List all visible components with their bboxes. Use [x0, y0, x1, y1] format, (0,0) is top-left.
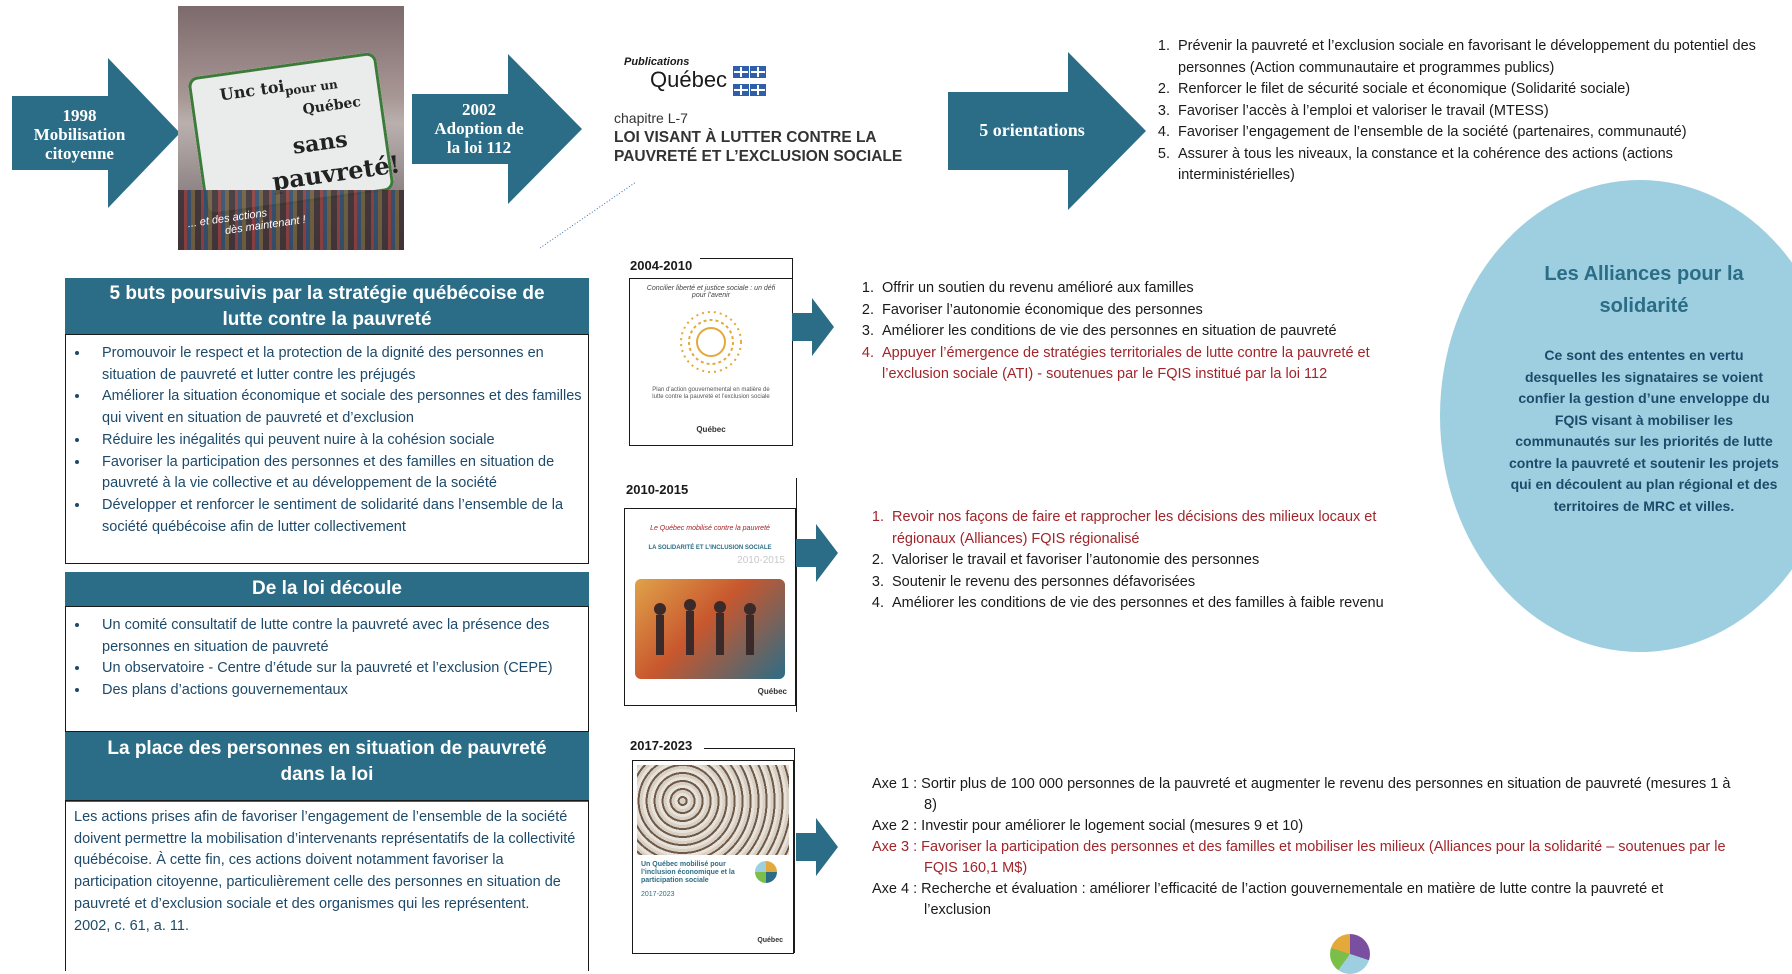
- list-item: Un observatoire - Centre d’étude sur la …: [90, 658, 588, 680]
- arrow-plan-2017: [796, 818, 840, 876]
- axe-item: Axe 3 : Favoriser la participation des p…: [872, 839, 1726, 876]
- cover-frame-side: [796, 478, 797, 712]
- partner-logo-icon: [1330, 934, 1370, 974]
- list-item: Revoir nos façons de faire et rapprocher…: [888, 507, 1442, 550]
- list-item: Offrir un soutien du revenu amélioré aux…: [878, 278, 1432, 300]
- orientations-label: 5 orientations: [979, 120, 1085, 140]
- buts-box: Promouvoir le respect et la protection d…: [65, 334, 589, 564]
- list-item: Améliorer les conditions de vie des pers…: [888, 593, 1442, 615]
- sun-logo-icon: [680, 311, 742, 373]
- cover-frame-line: [704, 748, 794, 749]
- list-item: Soutenir le revenu des personnes défavor…: [888, 572, 1442, 594]
- quebec-flag-icon: [732, 65, 766, 101]
- arrow-plan-2004: [792, 298, 836, 356]
- decoule-box: Un comité consultatif de lutte contre la…: [65, 606, 589, 732]
- arrow-orientations: [948, 52, 1148, 210]
- axe-item: Axe 4 : Recherche et évaluation : amélio…: [872, 881, 1664, 918]
- place-header: La place des personnes en situation de p…: [65, 732, 589, 802]
- alliances-title: Les Alliances pour la solidarité: [1544, 263, 1744, 317]
- list-item: Des plans d’actions gouvernementaux: [90, 680, 588, 702]
- plan-2010-list: Revoir nos façons de faire et rapprocher…: [862, 507, 1442, 615]
- plan-2017-axes: Axe 1 : Sortir plus de 100 000 personnes…: [872, 774, 1732, 921]
- law-title: LOI VISANT À LUTTER CONTRE LA PAUVRETÉ E…: [614, 129, 903, 165]
- plan-2017-cover: Un Québec mobilisé pour l’inclusion écon…: [632, 760, 794, 954]
- axe-item: Axe 1 : Sortir plus de 100 000 personnes…: [872, 776, 1731, 813]
- period-2010-2015: 2010-2015: [626, 482, 689, 497]
- arrow-2002-label: 2002 Adoption de la loi 112: [434, 100, 524, 157]
- list-item: Favoriser l’autonomie économique des per…: [878, 300, 1432, 322]
- arrow-plan-2010: [796, 524, 840, 582]
- list-item: Prévenir la pauvreté et l’exclusion soci…: [1174, 36, 1760, 79]
- list-item: Améliorer la situation économique et soc…: [90, 386, 588, 429]
- law-chapter: chapitre L-7: [614, 110, 688, 126]
- period-2004-2010: 2004-2010: [630, 258, 693, 273]
- arrow-1998-label: 1998 Mobilisation citoyenne: [33, 106, 126, 163]
- place-reference: 2002, c. 61, a. 11.: [74, 917, 190, 934]
- list-item: Favoriser la participation des personnes…: [90, 452, 588, 495]
- axe-item: Axe 2 : Investir pour améliorer le logem…: [872, 818, 1304, 834]
- place-box: Les actions prises afin de favoriser l’e…: [65, 800, 589, 971]
- list-item: Un comité consultatif de lutte contre la…: [90, 615, 588, 658]
- list-item: Développer et renforcer le sentiment de …: [90, 495, 588, 538]
- arrow-2002: [412, 54, 584, 204]
- alliances-text: Ce sont des ententes en vertu desquelles…: [1509, 347, 1779, 514]
- place-text: Les actions prises afin de favoriser l’e…: [74, 809, 576, 912]
- people-icon: [654, 599, 756, 655]
- plan-2010-cover: Le Québec mobilisé contre la pauvreté LA…: [624, 508, 796, 706]
- list-item: Valoriser le travail et favoriser l’auto…: [888, 550, 1442, 572]
- buts-header: 5 buts poursuivis par la stratégie québé…: [65, 278, 589, 335]
- cover-frame-side: [794, 748, 795, 953]
- decoule-header: De la loi découle: [65, 572, 589, 606]
- cover-frame-line: [700, 258, 792, 259]
- list-item: Promouvoir le respect et la protection d…: [90, 343, 588, 386]
- mobilization-photo: Unc toi pour un Québec sans pauvreté! ..…: [178, 6, 404, 250]
- list-item: Favoriser l’engagement de l’ensemble de …: [1174, 122, 1760, 144]
- plan-2004-list: Offrir un soutien du revenu amélioré aux…: [852, 278, 1432, 386]
- cover-crowd-image: [637, 765, 789, 855]
- photo-crowd: [178, 190, 404, 250]
- orientations-list: Prévenir la pauvreté et l’exclusion soci…: [1148, 36, 1760, 187]
- list-item: Améliorer les conditions de vie des pers…: [878, 321, 1432, 343]
- list-item: Appuyer l’émergence de stratégies territ…: [878, 343, 1432, 386]
- list-item: Assurer à tous les niveaux, la constance…: [1174, 144, 1760, 187]
- list-item: Favoriser l’accès à l’emploi et valorise…: [1174, 101, 1760, 123]
- decorative-dotted-line: [539, 180, 640, 255]
- list-item: Réduire les inégalités qui peuvent nuire…: [90, 430, 588, 452]
- plan-2004-cover: Concilier liberté et justice sociale : u…: [629, 278, 793, 446]
- cover-illustration: [635, 579, 785, 679]
- alliances-circle: [1440, 180, 1792, 652]
- period-2017-2023: 2017-2023: [630, 738, 693, 753]
- publications-quebec-logo: Publications Québec: [624, 56, 766, 101]
- arrow-1998: [12, 58, 182, 208]
- list-item: Renforcer le filet de sécurité sociale e…: [1174, 79, 1760, 101]
- cover-logo-circle: [755, 861, 777, 883]
